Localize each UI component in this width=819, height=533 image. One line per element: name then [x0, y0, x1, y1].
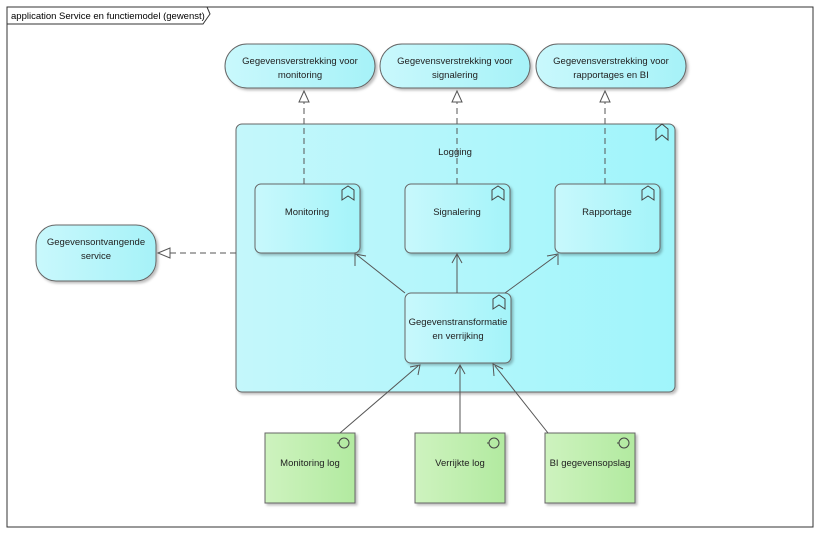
service-monitoring-line2: monitoring — [278, 70, 322, 81]
frame-title: application Service en functiemodel (gew… — [11, 11, 205, 22]
triangle-arrowhead-icon — [156, 247, 171, 259]
open-arrowhead-icon — [451, 252, 463, 264]
service-monitoring-line1: Gegevensverstrekking voor — [242, 56, 358, 67]
data-bi-gegevensopslag[interactable]: BI gegevensopslag — [544, 432, 636, 504]
flow-from-bi-gegevensopslag[interactable] — [492, 363, 549, 434]
service-monitoring[interactable]: Gegevensverstrekking voor monitoring — [224, 43, 376, 89]
transform-line1: Gegevenstransformatie — [409, 317, 508, 328]
function-gegevenstransformatie[interactable]: Gegevenstransformatie en verrijking — [404, 292, 512, 364]
flow-to-monitoring[interactable] — [354, 253, 406, 294]
data-monitoring-log-label: Monitoring log — [280, 458, 340, 469]
realization-gegevensontvangende[interactable] — [156, 247, 236, 259]
triangle-arrowhead-icon — [451, 89, 463, 103]
function-bookmark-icon — [655, 123, 669, 142]
transform-line2: en verrijking — [432, 331, 483, 342]
function-icon — [491, 185, 505, 201]
function-monitoring[interactable]: Monitoring — [254, 183, 361, 254]
triangle-arrowhead-icon — [599, 89, 611, 103]
open-arrowhead-icon — [409, 364, 421, 376]
open-arrowhead-icon — [546, 253, 559, 265]
function-rapportage[interactable]: Rapportage — [554, 183, 661, 254]
data-monitoring-log[interactable]: Monitoring log — [264, 432, 356, 504]
service-gegevensontvangende[interactable]: Gegevensontvangende service — [35, 224, 157, 282]
open-arrowhead-icon — [454, 363, 466, 375]
service-signalering[interactable]: Gegevensverstrekking voor signalering — [379, 43, 531, 89]
triangle-arrowhead-icon — [298, 89, 310, 103]
function-icon — [641, 185, 655, 201]
service-left-line2: service — [81, 251, 111, 262]
service-signalering-line2: signalering — [432, 70, 478, 81]
service-rapportages-line1: Gegevensverstrekking voor — [553, 56, 669, 67]
flow-to-rapportage[interactable] — [504, 253, 559, 294]
open-arrowhead-icon — [492, 363, 504, 377]
frame-title-tab — [6, 6, 211, 25]
open-arrowhead-icon — [354, 253, 367, 266]
realization-monitoring[interactable] — [298, 89, 310, 184]
flow-from-verrijkte-log[interactable] — [454, 363, 466, 433]
function-icon — [341, 185, 355, 201]
function-icon — [492, 294, 506, 310]
service-signalering-line1: Gegevensverstrekking voor — [397, 56, 513, 67]
function-signalering-label: Signalering — [433, 207, 481, 218]
data-bi-gegevensopslag-label: BI gegevensopslag — [550, 458, 631, 469]
function-signalering[interactable]: Signalering — [404, 183, 511, 254]
data-verrijkte-log-label: Verrijkte log — [435, 458, 485, 469]
data-verrijkte-log[interactable]: Verrijkte log — [414, 432, 506, 504]
flow-to-signalering[interactable] — [451, 252, 463, 293]
function-monitoring-label: Monitoring — [285, 207, 329, 218]
service-rapportages[interactable]: Gegevensverstrekking voor rapportages en… — [535, 43, 687, 89]
logging-label: Logging — [438, 147, 472, 158]
service-left-line1: Gegevensontvangende — [47, 237, 145, 248]
realization-rapportage[interactable] — [599, 89, 611, 184]
flow-from-monitoring-log[interactable] — [339, 364, 421, 434]
realization-signalering[interactable] — [451, 89, 463, 184]
service-rapportages-line2: rapportages en BI — [573, 70, 649, 81]
function-rapportage-label: Rapportage — [582, 207, 632, 218]
